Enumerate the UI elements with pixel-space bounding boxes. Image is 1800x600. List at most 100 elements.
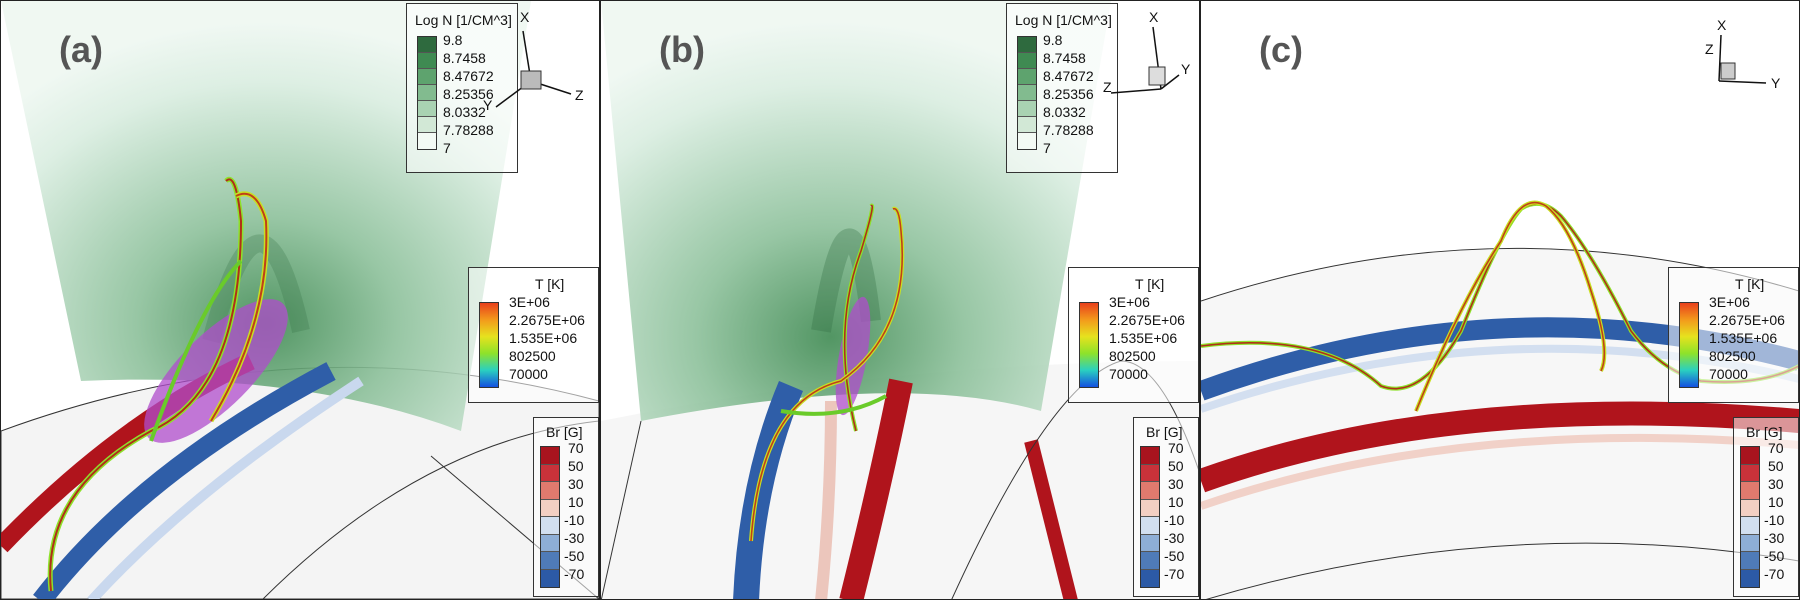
axis-triad-lines [1110, 26, 1180, 94]
temp-legend-title: T [K] [535, 276, 565, 292]
density-legend-title: Log N [1/CM^3] [415, 12, 512, 28]
temp-level: 2.2675E+06 [1709, 312, 1785, 328]
temp-level: 3E+06 [509, 294, 550, 310]
temp-colorbar [1079, 302, 1099, 388]
panel-a: (a) Log N [1/CM^3] 9.8 8.7458 8.47672 8.… [0, 0, 600, 600]
axis-triad-lines [495, 30, 572, 108]
br-level: 10 [1768, 494, 1784, 510]
temp-level: 1.535E+06 [1709, 330, 1778, 346]
temp-level: 2.2675E+06 [1109, 312, 1185, 328]
panel-a-temp-legend: T [K] 3E+06 2.2675E+06 1.535E+06 802500 … [468, 267, 599, 403]
temp-level: 70000 [509, 366, 548, 382]
panel-c-temp-legend: T [K] 3E+06 2.2675E+06 1.535E+06 802500 … [1668, 267, 1799, 403]
br-legend-title: Br [G] [1746, 424, 1783, 440]
density-level: 8.7458 [443, 50, 486, 66]
br-colorbar [540, 446, 560, 588]
density-colorbar [417, 36, 437, 150]
panel-b-scene [601, 1, 1199, 599]
br-colorbar [1140, 446, 1160, 588]
axis-y-label: Y [1771, 75, 1781, 91]
temp-level: 802500 [1109, 348, 1156, 364]
br-level: -70 [1764, 566, 1785, 582]
br-level: -50 [1764, 548, 1785, 564]
panel-b-label: (b) [659, 29, 705, 70]
density-level: 8.25356 [1043, 86, 1094, 102]
density-legend-title: Log N [1/CM^3] [1015, 12, 1112, 28]
temp-legend-title: T [K] [1135, 276, 1165, 292]
br-level: -10 [1764, 512, 1785, 528]
panel-b: (b) Log N [1/CM^3] 9.8 8.7458 8.47672 8.… [600, 0, 1200, 600]
br-level: 50 [1768, 458, 1784, 474]
axis-z-label: Z [1705, 41, 1714, 57]
br-level: -70 [564, 566, 585, 582]
axis-y-label: Y [483, 97, 493, 113]
br-level: 50 [568, 458, 584, 474]
density-level: 7 [443, 140, 451, 156]
density-level: 8.47672 [1043, 68, 1094, 84]
br-legend-title: Br [G] [546, 424, 583, 440]
temp-level: 3E+06 [1109, 294, 1150, 310]
br-level: -30 [1164, 530, 1185, 546]
temp-level: 802500 [1709, 348, 1756, 364]
density-level: 8.47672 [443, 68, 494, 84]
axis-z-label: Z [575, 87, 584, 103]
br-level: 30 [568, 476, 584, 492]
temp-colorbar [1679, 302, 1699, 388]
density-level: 8.0332 [1043, 104, 1086, 120]
panel-b-density-legend: Log N [1/CM^3] 9.8 8.7458 8.47672 8.2535… [1006, 3, 1118, 173]
axis-x-label: X [1717, 17, 1727, 33]
panel-a-density-legend: Log N [1/CM^3] 9.8 8.7458 8.47672 8.2535… [406, 3, 518, 173]
br-level: -70 [1164, 566, 1185, 582]
axis-y-label: Y [1181, 61, 1191, 77]
br-level: 70 [1768, 440, 1784, 456]
axis-z-label: Z [1103, 79, 1112, 95]
br-level: 10 [1168, 494, 1184, 510]
temp-level: 1.535E+06 [1109, 330, 1178, 346]
axis-x-label: X [1149, 9, 1159, 25]
br-level: 70 [1168, 440, 1184, 456]
br-level: 10 [568, 494, 584, 510]
panel-c-label: (c) [1259, 29, 1303, 70]
temp-level: 70000 [1109, 366, 1148, 382]
br-level: -30 [1764, 530, 1785, 546]
density-level: 7.78288 [443, 122, 494, 138]
temp-level: 802500 [509, 348, 556, 364]
density-colorbar [1017, 36, 1037, 150]
panel-a-axis-triad: X Y Z [441, 9, 584, 113]
br-level: -10 [1164, 512, 1185, 528]
density-level: 9.8 [443, 32, 463, 48]
temp-level: 3E+06 [1709, 294, 1750, 310]
br-level: 70 [568, 440, 584, 456]
axis-x-label: X [520, 9, 530, 25]
density-level: 7 [1043, 140, 1051, 156]
temp-colorbar [479, 302, 499, 388]
panel-b-axis-triad: X Y Z [1101, 9, 1197, 99]
temp-level: 70000 [1709, 366, 1748, 382]
panel-b-temp-legend: T [K] 3E+06 2.2675E+06 1.535E+06 802500 … [1068, 267, 1199, 403]
density-level: 7.78288 [1043, 122, 1094, 138]
br-level: -50 [1164, 548, 1185, 564]
density-level: 8.0332 [443, 104, 486, 120]
br-colorbar [1740, 446, 1760, 588]
br-legend-title: Br [G] [1146, 424, 1183, 440]
density-level: 8.25356 [443, 86, 494, 102]
br-level: 50 [1168, 458, 1184, 474]
temp-legend-title: T [K] [1735, 276, 1765, 292]
br-level: -10 [564, 512, 585, 528]
temp-level: 2.2675E+06 [509, 312, 585, 328]
br-level: -30 [564, 530, 585, 546]
panel-c-axis-triad: X Z Y [1691, 11, 1791, 91]
panel-c: (c) X Z Y T [K] 3E+06 2.2675E+06 1.535E+… [1200, 0, 1800, 600]
panel-c-br-legend: Br [G] 70 50 30 10 -10 -30 -50 -70 [1733, 417, 1799, 597]
density-level: 9.8 [1043, 32, 1063, 48]
br-level: 30 [1168, 476, 1184, 492]
panel-a-br-legend: Br [G] 70 50 30 10 -10 -30 -50 -70 [533, 417, 599, 597]
panel-a-scene [1, 1, 599, 599]
br-level: -50 [564, 548, 585, 564]
axis-triad-lines [1718, 34, 1767, 84]
density-level: 8.7458 [1043, 50, 1086, 66]
temp-level: 1.535E+06 [509, 330, 578, 346]
panel-a-label: (a) [59, 29, 103, 70]
br-level: 30 [1768, 476, 1784, 492]
panel-b-br-legend: Br [G] 70 50 30 10 -10 -30 -50 -70 [1133, 417, 1199, 597]
